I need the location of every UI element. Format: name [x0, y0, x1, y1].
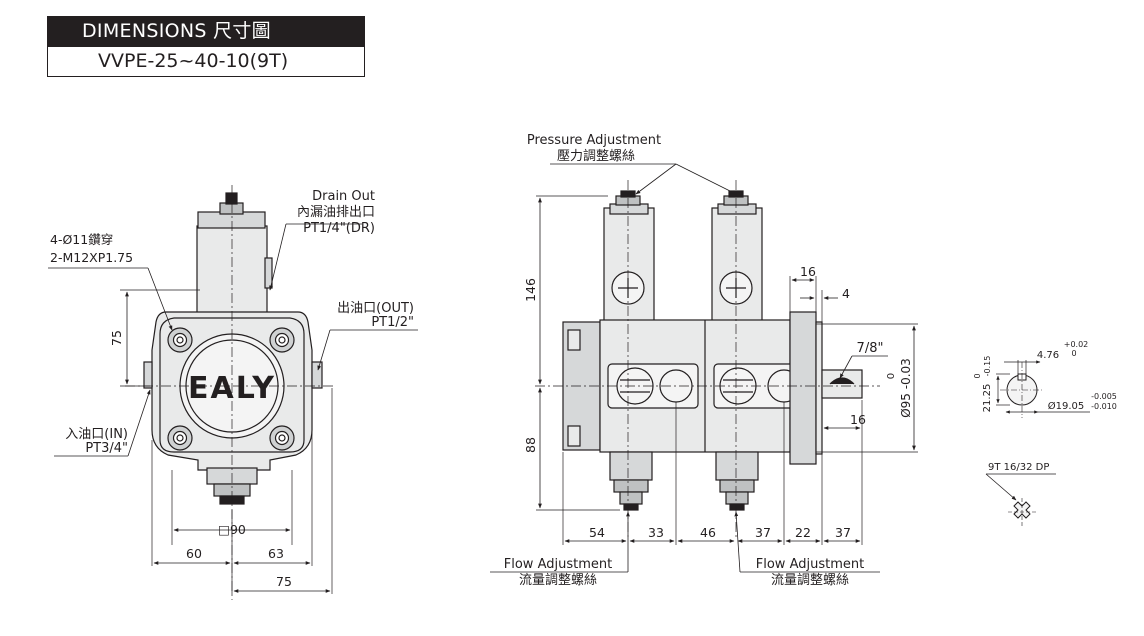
shaft-detail	[985, 360, 1090, 526]
tol-2125-upper: 0	[973, 373, 982, 378]
flow-right-label-cn: 流量調整螺絲	[771, 573, 849, 588]
outlet-label: 出油口(OUT)	[337, 301, 414, 316]
tol-1905-lower: -0.010	[1091, 402, 1117, 411]
drain-label-spec: PT1/4"(DR)	[303, 221, 375, 236]
spline-label: 9T 16/32 DP	[988, 462, 1049, 473]
dim-16-top: 16	[800, 264, 816, 279]
dim-2125: 21.25	[982, 384, 993, 413]
dim-dia95-upper: 0	[886, 373, 897, 379]
dim-33: 33	[648, 525, 664, 540]
tol-476-lower: 0	[1071, 349, 1076, 358]
dim-63: 63	[268, 546, 284, 561]
drain-label-cn: 內漏油排出口	[297, 204, 375, 220]
flow-left-label-cn: 流量調整螺絲	[519, 573, 597, 588]
dim-88: 88	[523, 437, 538, 453]
dim-square-90: □90	[218, 522, 246, 537]
model-number: VVPE-25~40-10(9T)	[47, 46, 365, 77]
side-view	[490, 163, 918, 573]
inlet-label: 入油口(IN)	[65, 427, 128, 442]
shaft-detail-labels: 4.76 +0.02 0 21.25 -0.15 0 Ø19.05 -0.005…	[973, 340, 1117, 473]
corner-bolts	[167, 327, 295, 451]
dim-476: 4.76	[1037, 350, 1059, 361]
drain-label-en: Drain Out	[312, 189, 375, 204]
dim-146: 146	[523, 278, 538, 302]
dim-22: 22	[795, 525, 811, 540]
holes-label: 4-Ø11鑽穿	[50, 232, 113, 247]
dim-37a: 37	[755, 525, 771, 540]
front-view	[48, 185, 418, 600]
dim-75-bottom: 75	[276, 574, 292, 589]
tol-1905-upper: -0.005	[1091, 392, 1117, 401]
flow-left-label-en: Flow Adjustment	[504, 557, 612, 572]
logo-text: EALY	[188, 371, 276, 406]
inlet-spec: PT3/4"	[85, 441, 128, 456]
title-block: DIMENSIONS 尺寸圖 VVPE-25~40-10(9T)	[47, 16, 365, 78]
pressure-label-cn: 壓力調整螺絲	[557, 149, 635, 164]
dim-37b: 37	[835, 525, 851, 540]
dim-46: 46	[700, 525, 716, 540]
dim-7-8: 7/8"	[857, 341, 884, 356]
dim-dia1905: Ø19.05	[1048, 400, 1085, 412]
dim-75-vertical: 75	[109, 330, 124, 346]
dim-16-shaft: 16	[850, 412, 866, 427]
title-heading: DIMENSIONS 尺寸圖	[47, 16, 365, 46]
front-logo: EALY	[188, 371, 276, 406]
dim-60: 60	[186, 546, 202, 561]
pressure-label-en: Pressure Adjustment	[527, 133, 661, 148]
flow-right-label-en: Flow Adjustment	[756, 557, 864, 572]
tol-2125: -0.15	[983, 356, 992, 377]
dim-dia95: Ø95 -0.03	[899, 358, 913, 418]
side-view-labels: Pressure Adjustment 壓力調整螺絲 Flow Adjustme…	[504, 133, 913, 588]
dim-4: 4	[842, 286, 850, 301]
tol-476-upper: +0.02	[1064, 340, 1089, 349]
outlet-spec: PT1/2"	[371, 315, 414, 330]
front-view-labels: Drain Out 內漏油排出口 PT1/4"(DR) 4-Ø11鑽穿 2-M1…	[50, 189, 414, 589]
thread-label: 2-M12XP1.75	[50, 250, 133, 265]
dim-54: 54	[589, 525, 605, 540]
